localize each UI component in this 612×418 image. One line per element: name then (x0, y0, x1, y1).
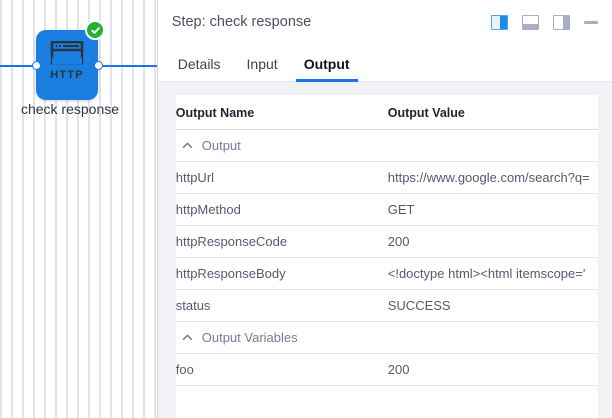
row-value-foo: 200 (387, 353, 598, 386)
table-body: Output httpUrl https://www.google.com/se… (175, 129, 598, 386)
chevron-up-icon[interactable] (182, 140, 193, 151)
table-row[interactable]: status SUCCESS (175, 289, 598, 322)
step-detail-panel: Step: check response Details Input Outpu… (157, 0, 612, 418)
output-table-card: Output Name Output Value (175, 95, 598, 418)
group-row-output-variables[interactable]: Output Variables (175, 321, 598, 354)
row-name-status: status (175, 289, 388, 322)
tab-details[interactable]: Details (177, 56, 221, 72)
column-header-output-value: Output Value (387, 95, 598, 130)
group-label-output: Output (201, 138, 241, 153)
row-value-httpresponsebody: <!doctype html><html itemscope=' (387, 257, 598, 290)
tab-output[interactable]: Output (295, 56, 358, 82)
panel-header-actions (491, 14, 598, 30)
table-row[interactable]: httpMethod GET (175, 193, 598, 226)
table-row[interactable]: foo 200 (175, 353, 598, 386)
group-row-output[interactable]: Output (175, 129, 598, 162)
minimize-icon[interactable] (584, 20, 598, 24)
edge-incoming (0, 65, 38, 67)
chevron-up-icon[interactable] (182, 332, 193, 343)
row-name-httpresponsebody: httpResponseBody (175, 257, 388, 290)
node-icon-label: HTTP (50, 69, 84, 81)
table-row[interactable]: httpResponseBody <!doctype html><html it… (175, 257, 598, 290)
row-name-httpmethod: httpMethod (175, 193, 388, 226)
row-value-status: SUCCESS (387, 289, 598, 322)
table-row[interactable]: httpResponseCode 200 (175, 225, 598, 258)
http-server-icon (50, 41, 84, 65)
output-table: Output Name Output Value (175, 95, 598, 386)
panel-title: Step: check response (171, 14, 312, 30)
row-value-httpresponsecode: 200 (387, 225, 598, 258)
layout-right-icon[interactable] (553, 14, 570, 30)
node-output-port[interactable] (94, 61, 103, 70)
row-name-foo: foo (175, 353, 388, 386)
edge-outgoing (102, 65, 157, 67)
table-header-row: Output Name Output Value (175, 95, 598, 130)
node-input-port[interactable] (32, 61, 41, 70)
layout-bottom-icon[interactable] (522, 14, 539, 30)
row-name-httpresponsecode: httpResponseCode (175, 225, 388, 258)
panel-tabs: Details Input Output (157, 44, 612, 82)
group-label-output-variables: Output Variables (201, 330, 298, 345)
workflow-canvas[interactable]: HTTP check response (0, 0, 158, 418)
row-name-httpurl: httpUrl (175, 161, 388, 194)
layout-split-icon[interactable] (491, 14, 508, 30)
workflow-node-http[interactable]: HTTP (36, 30, 98, 100)
panel-header: Step: check response (158, 0, 612, 44)
table-row[interactable]: httpUrl https://www.google.com/search?q= (175, 161, 598, 194)
panel-body: Output Name Output Value (157, 82, 612, 418)
node-caption: check response (20, 101, 120, 117)
row-value-httpurl: https://www.google.com/search?q= (387, 161, 598, 194)
column-header-output-name: Output Name (175, 95, 388, 130)
row-value-httpmethod: GET (387, 193, 598, 226)
tab-input[interactable]: Input (246, 56, 278, 72)
check-circle-icon (85, 20, 105, 40)
